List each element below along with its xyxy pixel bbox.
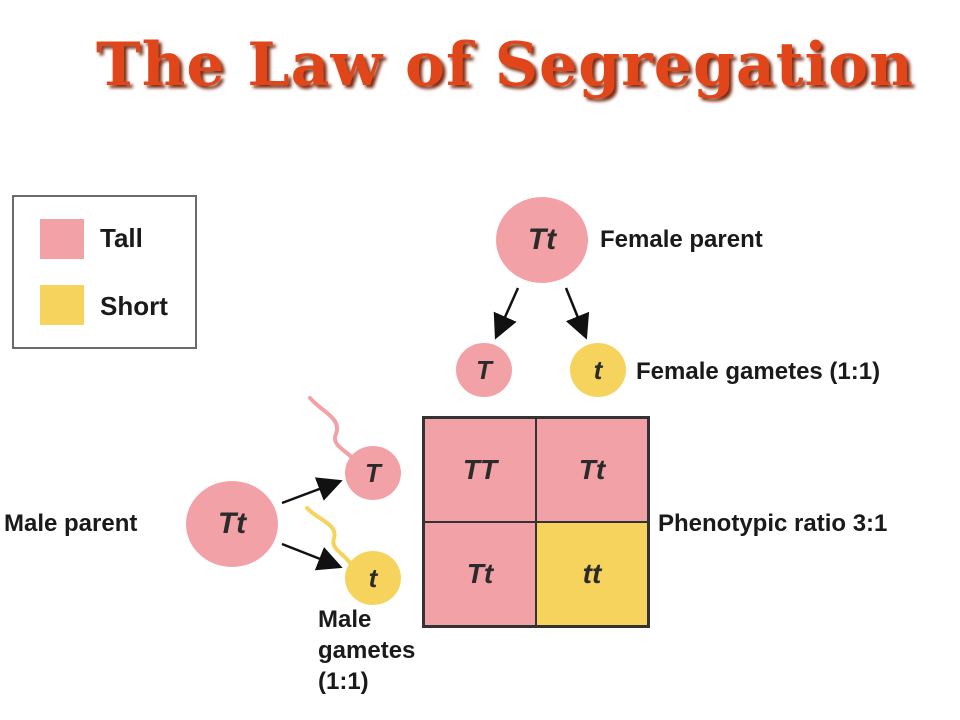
arrow-male-to-T xyxy=(281,477,343,505)
legend: Tall Short xyxy=(12,195,197,349)
legend-swatch-short xyxy=(40,285,84,325)
male-gamete-t: t xyxy=(345,551,401,605)
legend-label-short: Short xyxy=(100,291,168,321)
phenotypic-ratio-label: Phenotypic ratio 3:1 xyxy=(658,510,888,537)
male-gamete-T: T xyxy=(345,446,401,500)
male-parent-circle: Tt xyxy=(186,481,278,567)
punnett-square: TT Tt Tt tt xyxy=(422,416,650,628)
legend-label-tall: Tall xyxy=(100,223,143,253)
female-parent-genotype: Tt xyxy=(527,223,557,256)
male-gametes-label-line3: (1:1) xyxy=(318,668,369,695)
male-gametes-label-line1: Male xyxy=(318,606,372,633)
female-gamete-T-text: T xyxy=(476,354,492,385)
sperm-tail-T xyxy=(308,396,358,464)
page-title: The Law of Segregation xyxy=(96,30,914,100)
sperm-tail-t xyxy=(305,506,354,568)
arrow-male-to-t xyxy=(281,542,343,571)
female-parent-label: Female parent xyxy=(600,226,763,253)
punnett-cell-tt: tt xyxy=(536,522,648,626)
female-gamete-t-text: t xyxy=(593,354,603,385)
punnett-cell-Tt-top: Tt xyxy=(536,418,648,522)
male-gametes-label: Male gametes (1:1) xyxy=(318,604,415,697)
female-gametes-label: Female gametes (1:1) xyxy=(636,358,881,385)
arrow-female-to-t xyxy=(564,287,590,340)
female-gamete-T: T xyxy=(456,343,512,397)
male-gamete-t-text: t xyxy=(368,562,378,593)
male-parent-label: Male parent xyxy=(4,510,138,537)
punnett-cell-TT: TT xyxy=(424,418,536,522)
female-gamete-t: t xyxy=(570,343,626,397)
male-parent-genotype: Tt xyxy=(217,507,247,540)
punnett-cell-Tt-bottom: Tt xyxy=(424,522,536,626)
legend-swatch-tall xyxy=(40,219,84,259)
male-gamete-T-text: T xyxy=(365,457,381,488)
arrow-female-to-T xyxy=(493,287,520,340)
male-gametes-label-line2: gametes xyxy=(318,637,416,664)
female-parent-circle: Tt xyxy=(496,197,588,283)
